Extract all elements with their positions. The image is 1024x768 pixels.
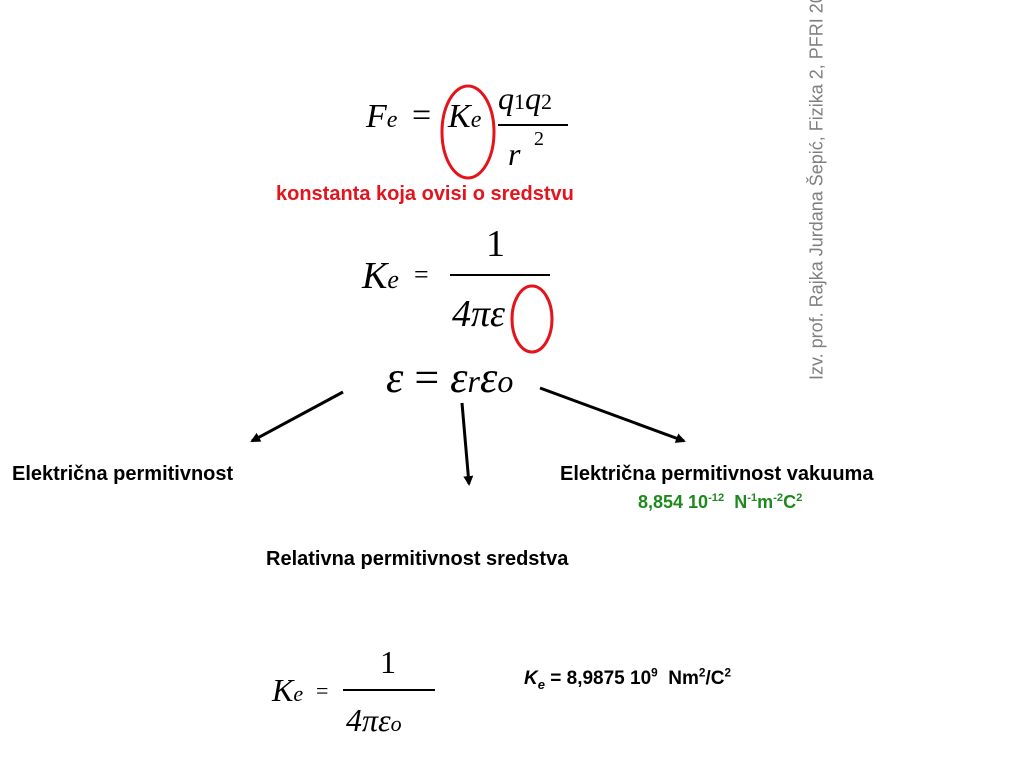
k-symbol: K (448, 98, 471, 135)
unit-m-exponent: -2 (773, 492, 784, 504)
label-relative-permittivity: Relativna permitivnost sredstva (266, 548, 569, 570)
unit-c-exponent: 2 (796, 492, 803, 504)
vacuum-permittivity-value: 8,854 10-12 N-1m-2C2 (638, 492, 802, 513)
unit-c: C (783, 492, 797, 512)
q1-symbol: q (498, 80, 514, 116)
red-circle-ke (440, 84, 496, 180)
formula-ke-numerator: 1 (486, 223, 505, 265)
formula-ke-k: Ke (362, 254, 399, 298)
force-fraction-bar (498, 124, 568, 126)
q2-subscript: 2 (541, 89, 552, 114)
epsilon-r-subscript: r (467, 363, 480, 399)
formula-ke-vacuum-fraction-bar (343, 689, 435, 691)
red-circle-epsilon (510, 284, 554, 354)
ke-value-exponent: 9 (651, 666, 658, 680)
formula-force: Fe (366, 98, 397, 136)
k-subscript: e (387, 265, 399, 294)
formula-ke-vacuum-numerator: 1 (380, 644, 396, 680)
formula-ke-vacuum-equals: = (316, 678, 329, 703)
epsilon-r-symbol: ε (450, 353, 468, 402)
den-4pi-epsilon: 4πε (346, 702, 391, 738)
unit-n-exponent: -1 (747, 492, 758, 504)
ke-unit-c: /C (705, 668, 725, 689)
epsilon-o-subscript: o (497, 363, 514, 399)
formula-ke-fraction-bar (450, 274, 550, 276)
r-symbol: r (508, 136, 521, 172)
label-electric-permittivity: Električna permitivnost (12, 463, 234, 485)
ke-value-text: = 8,9875 10 (544, 668, 652, 689)
ke-unit-c-exponent: 2 (724, 666, 731, 680)
value-mantissa: 8,854 10 (638, 492, 709, 512)
formula-ke-vacuum-k: Ke (272, 672, 303, 709)
label-vacuum-permittivity: Električna permitivnost vakuuma (560, 463, 874, 485)
arrow-left (250, 390, 344, 443)
formula-ke-denominator: 4πε (452, 293, 506, 335)
formula-epsilon: ε = εrεo (386, 352, 513, 403)
q2-symbol: q (525, 80, 541, 116)
q1-subscript: 1 (514, 89, 525, 114)
f-subscript: e (386, 107, 398, 133)
author-credit: Izv. prof. Rajka Jurdana Šepić, Fizika 2… (806, 0, 827, 380)
ke-unit-nm-exponent: 2 (698, 666, 706, 680)
force-denominator: r (508, 136, 520, 173)
k-subscript: e (293, 681, 304, 706)
k-symbol: K (272, 672, 294, 708)
ke-k: K (524, 668, 538, 689)
den-o-subscript: o (390, 711, 402, 736)
value-exponent: -12 (708, 492, 725, 504)
k-subscript: e (470, 107, 482, 133)
epsilon-equals: = (414, 353, 440, 402)
formula-force-equals: = (412, 97, 432, 134)
k-symbol: K (362, 255, 388, 297)
arrow-middle (460, 402, 474, 486)
formula-ke-equals: = (414, 260, 429, 289)
force-numerator: q1q2 (498, 80, 552, 117)
arrow-right (539, 386, 686, 443)
unit-n: N (734, 492, 748, 512)
note-constant-depends-on-medium: konstanta koja ovisi o sredstvu (276, 183, 574, 205)
epsilon-o-symbol: ε (479, 353, 498, 402)
ke-unit-nm: Nm (657, 668, 699, 689)
formula-ke-vacuum-denominator: 4πεo (346, 702, 402, 739)
formula-force-k: Ke (448, 98, 481, 136)
ke-numeric-value: Ke = 8,9875 109 Nm2/C2 (524, 666, 731, 692)
unit-m: m (757, 492, 774, 512)
r-exponent: 2 (534, 128, 544, 150)
f-symbol: F (366, 98, 387, 135)
ke-e: e (537, 676, 545, 692)
epsilon-symbol: ε (386, 353, 404, 402)
